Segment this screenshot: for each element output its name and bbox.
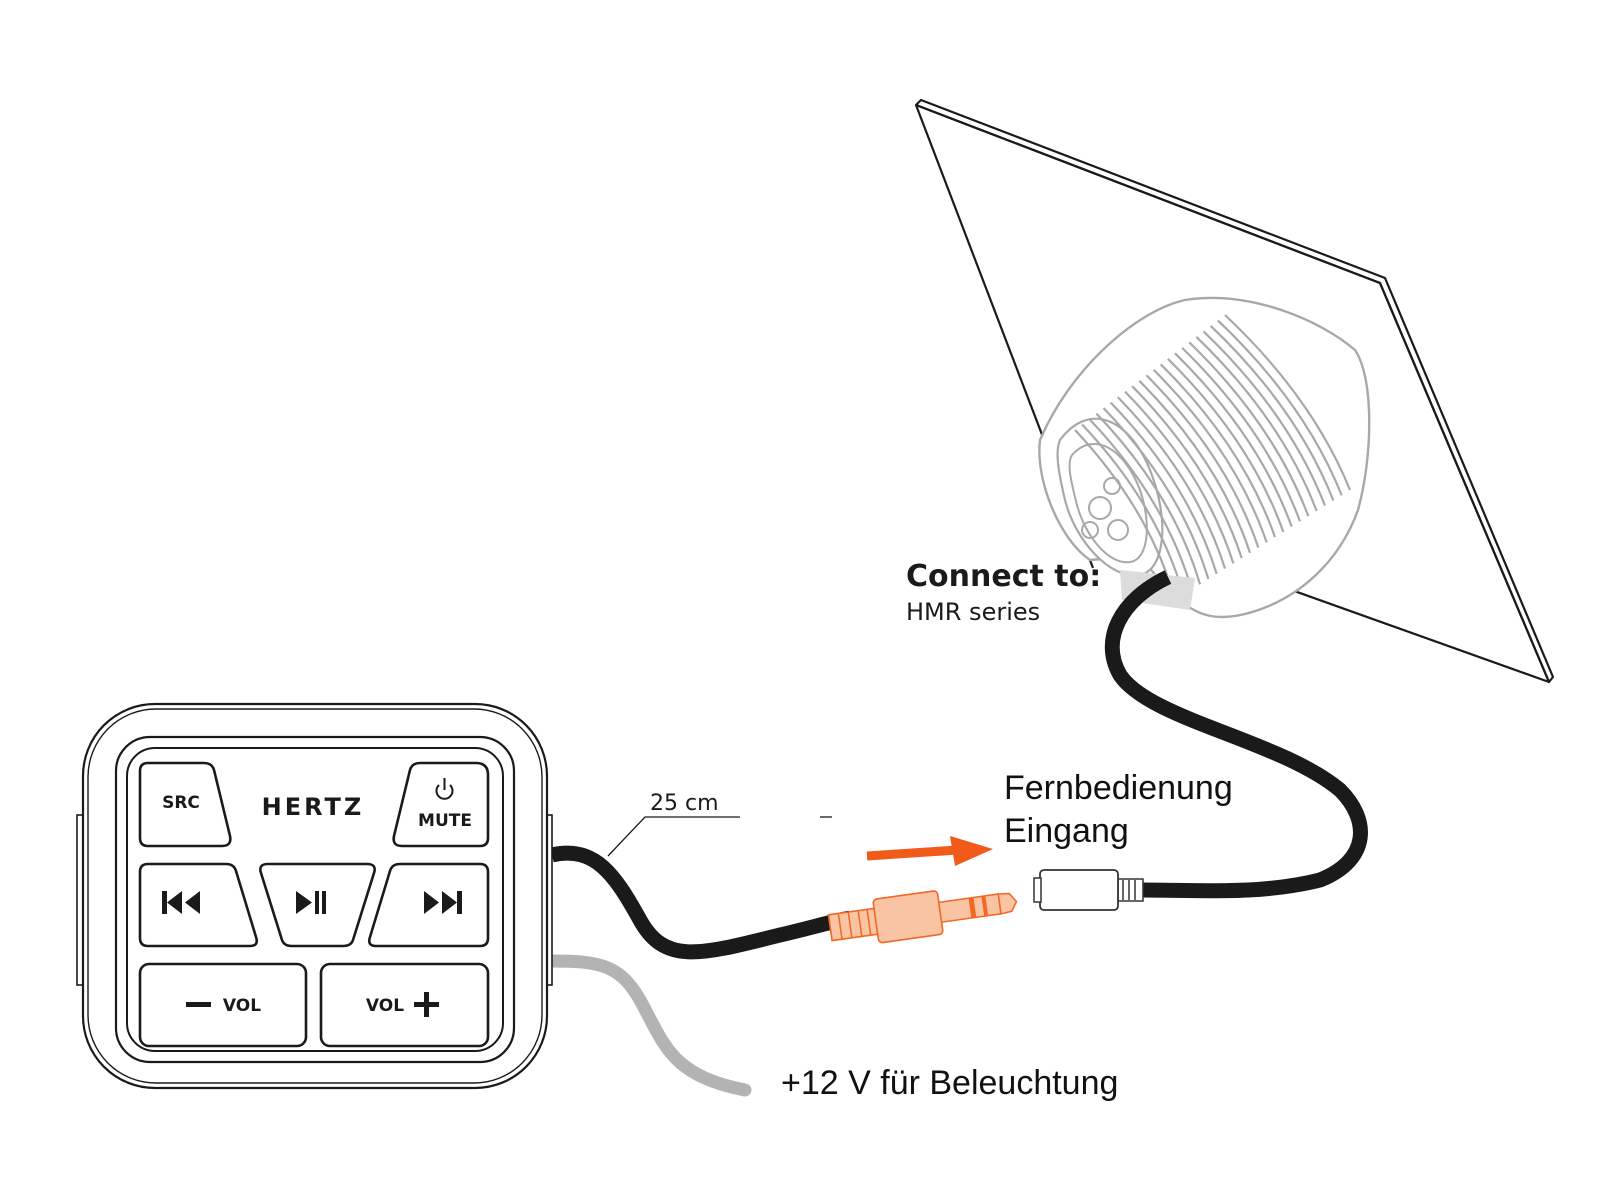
power-icon — [435, 778, 454, 800]
previous-track-button[interactable] — [138, 862, 259, 948]
cooling-fin — [1209, 325, 1335, 501]
cooling-fin — [1174, 352, 1293, 528]
cooling-fin — [1088, 418, 1193, 590]
vol-down-label: VOL — [223, 996, 261, 1016]
connect-to-title: Connect to: — [906, 559, 1101, 594]
insert-direction-arrow — [866, 836, 993, 866]
mounting-panel — [914, 98, 1555, 684]
cooling-fin — [1145, 374, 1260, 548]
volume-down-button[interactable]: VOL — [138, 962, 308, 1048]
cooling-fin — [1131, 385, 1243, 559]
volume-up-button[interactable]: VOL — [319, 962, 490, 1048]
skip-previous-icon — [162, 891, 200, 914]
vol-up-label: VOL — [366, 996, 404, 1016]
cooling-fin — [1117, 396, 1227, 569]
cooling-fin — [1195, 336, 1318, 512]
power-wire-label: +12 V für Beleuchtung — [781, 1064, 1118, 1102]
minus-icon — [186, 1002, 211, 1007]
remote-input-label-line1: Fernbedienung — [1004, 769, 1233, 807]
cooling-fin — [1095, 412, 1202, 585]
cooling-fin — [1109, 401, 1218, 575]
skip-next-icon — [424, 891, 462, 914]
next-track-button[interactable] — [367, 862, 490, 948]
connect-to-target: HMR series — [906, 598, 1040, 626]
cooling-fin — [1188, 341, 1310, 517]
cooling-fin — [1138, 379, 1252, 554]
cooling-fin — [1217, 319, 1343, 496]
cable-length-callout — [607, 816, 832, 857]
remote-input-label-line2: Eingang — [1004, 812, 1129, 850]
remote-signal-cable[interactable] — [550, 845, 852, 960]
cable-length-label: 25 cm — [650, 791, 719, 816]
cooling-fin — [1224, 314, 1352, 491]
src-button[interactable]: SRC — [138, 761, 232, 848]
src-label: SRC — [162, 793, 200, 813]
brand-logo: HERTZ — [262, 793, 365, 821]
hertz-remote-control: SRC HERTZ MUTE — [76, 702, 553, 1090]
play-pause-icon — [296, 891, 326, 914]
cooling-fin — [1081, 423, 1185, 596]
female-input-jack[interactable] — [1033, 869, 1144, 911]
male-jack-plug[interactable] — [827, 880, 1019, 950]
power-cable[interactable] — [545, 954, 752, 1097]
cooling-fin — [1181, 347, 1302, 522]
cooling-fin — [1159, 363, 1277, 538]
play-pause-button[interactable] — [259, 862, 376, 948]
speaker-remote-cable[interactable] — [1104, 570, 1368, 899]
mute-button[interactable]: MUTE — [392, 761, 490, 848]
cooling-fin — [1167, 358, 1285, 533]
cooling-fin — [1152, 368, 1268, 543]
cooling-fin — [1124, 390, 1235, 564]
plus-icon — [414, 992, 439, 1017]
mute-label: MUTE — [418, 811, 472, 831]
cooling-fin — [1202, 330, 1327, 507]
cooling-fin — [1102, 407, 1210, 580]
